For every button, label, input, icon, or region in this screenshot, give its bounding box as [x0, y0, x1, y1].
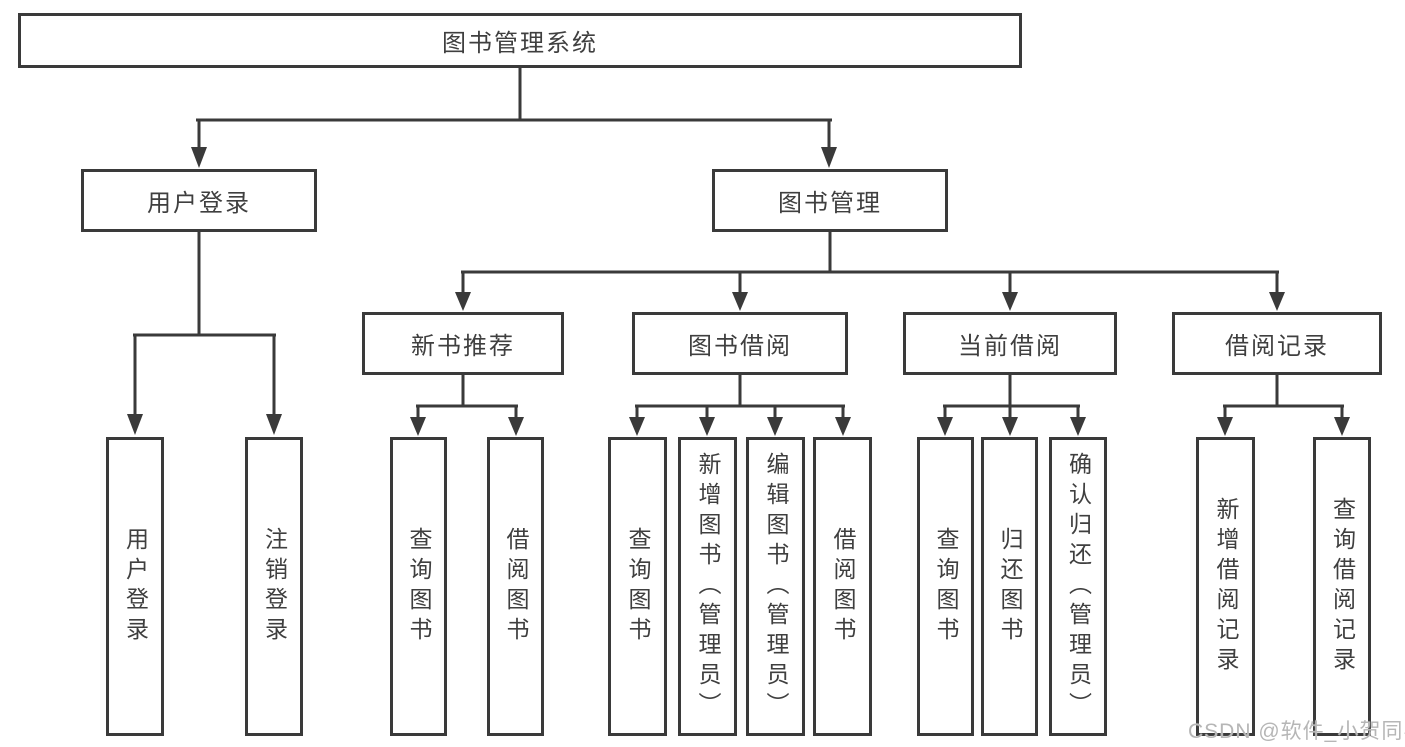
leaf-label: 注销登录	[261, 526, 288, 647]
node-user-login: 用户登录	[81, 169, 317, 232]
leaf-newrec-borrow-books: 借阅图书	[487, 437, 544, 736]
watermark: CSDN @软件_小贺同学	[1188, 720, 1405, 743]
leaf-current-query-books: 查询图书	[917, 437, 974, 736]
node-new-book-recommend: 新书推荐	[362, 312, 564, 375]
leaf-user-login: 用户登录	[106, 437, 164, 736]
leaf-label: 新增图书（管理员）	[695, 451, 721, 722]
leaf-label: 新增借阅记录	[1213, 496, 1239, 677]
leaf-newrec-query-books: 查询图书	[390, 437, 447, 736]
node-borrow-records: 借阅记录	[1172, 312, 1382, 375]
node-root: 图书管理系统	[18, 13, 1022, 68]
leaf-logout: 注销登录	[245, 437, 303, 736]
node-book-management: 图书管理	[712, 169, 948, 232]
leaf-label: 借阅图书	[830, 526, 856, 647]
node-book-borrow: 图书借阅	[632, 312, 848, 375]
leaf-label: 借阅图书	[503, 526, 529, 647]
leaf-label: 查询图书	[625, 526, 651, 647]
leaf-borrow-add-books-admin: 新增图书（管理员）	[678, 437, 737, 736]
leaf-label: 查询图书	[406, 526, 432, 647]
leaf-borrow-edit-books-admin: 编辑图书（管理员）	[746, 437, 805, 736]
leaf-label: 查询借阅记录	[1329, 496, 1356, 677]
leaf-label: 编辑图书（管理员）	[763, 451, 789, 722]
leaf-label: 用户登录	[122, 526, 149, 647]
leaf-borrow-query-books: 查询图书	[608, 437, 667, 736]
leaf-label: 归还图书	[997, 526, 1023, 647]
leaf-current-confirm-return-admin: 确认归还（管理员）	[1049, 437, 1107, 736]
leaf-records-query-record: 查询借阅记录	[1313, 437, 1371, 736]
leaf-current-return-books: 归还图书	[981, 437, 1038, 736]
leaf-label: 确认归还（管理员）	[1065, 451, 1092, 722]
leaf-borrow-borrow-books: 借阅图书	[813, 437, 872, 736]
node-current-borrow: 当前借阅	[903, 312, 1117, 375]
leaf-records-add-record: 新增借阅记录	[1196, 437, 1255, 736]
leaf-label: 查询图书	[933, 526, 959, 647]
